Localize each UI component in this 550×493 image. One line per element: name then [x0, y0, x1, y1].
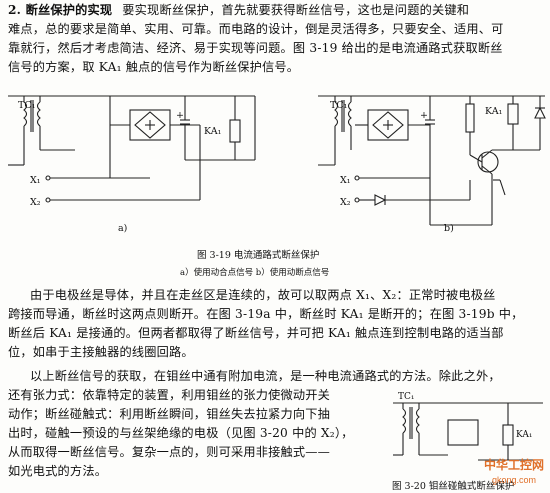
figure-3-19-labels: TC₁ X₁ X₂ + KA₁ a) TC₁ X₁ X₂ + KA₁ b)	[18, 100, 503, 234]
tail-line-4: 出时，碰触一预设的与丝架绝缘的电极（见图 3-20 中的 X₂），	[8, 426, 354, 440]
tail-line-3: 动作；断丝碰触式：利用断丝瞬间，钼丝失去拉紧力向下抽	[8, 407, 331, 421]
tail-line-2: 还有张力式：依靠特定的装置，利用钼丝的张力使微动开关	[8, 388, 331, 402]
figure-3-20-title: 图 3-20 钼丝碰触式断丝保护	[392, 481, 515, 492]
figure-3-19: TC₁ X₁ X₂ + KA₁ a) TC₁ X₁ X₂ + KA₁ b)	[8, 95, 546, 234]
x1-label-b: X₁	[340, 175, 351, 186]
tail-line-5: 从而取得一断丝信号。复杂一点的，则可采用非接触式——	[8, 445, 331, 459]
circuit-a	[8, 95, 256, 203]
figure-3-20: TC₁ KA₁	[393, 392, 543, 461]
fig-a-label: a)	[118, 223, 127, 234]
body-line-1: 由于电极丝是导体，并且在走丝区是连续的，故可以取两点 X₁、X₂：正常时被电极丝	[30, 288, 496, 302]
body-line-4: 位，如串于主接触器的线圈回路。	[8, 345, 194, 359]
fig20-tc-label: TC₁	[398, 392, 415, 402]
x1-label-a: X₁	[30, 175, 41, 186]
tail-line-1: 以上断丝信号的获取，在钼丝中通有附加电流，是一种电流通路式的方法。除此之外，	[30, 369, 501, 383]
circuit-b	[318, 95, 546, 226]
intro-line-2: 难点，总的要求是简单、实用、可靠。而电路的设计，倒是灵活得多，只要安全、适用、可	[8, 22, 504, 36]
plus-label-a: +	[176, 110, 184, 121]
fig-b-label: b)	[444, 223, 454, 234]
x2-label-b: X₂	[340, 197, 351, 208]
intro-line-1-text: 要实现断丝保护，首先就要获得断丝信号，这也是问题的关键和	[122, 3, 470, 17]
body-line-3: 断丝后 KA₁ 是接通的。但两者都取得了断丝信号，并可把 KA₁ 触点连到控制电…	[8, 326, 504, 340]
figure-3-19-subtitle: a）使用动合点信号 b）使用动断点信号	[180, 268, 330, 278]
tail-line-6: 如光电式的方法。	[8, 464, 108, 478]
watermark-logo: 中华工控网	[483, 458, 544, 472]
plus-label-b: +	[420, 110, 428, 121]
ka-label-a: KA₁	[204, 126, 222, 137]
intro-line-1: 2. 断丝保护的实现要实现断丝保护，首先就要获得断丝信号，这也是问题的关键和	[8, 1, 469, 20]
watermark-url: gkong.com	[491, 475, 536, 485]
tc-label-b: TC₁	[330, 100, 348, 111]
fig20-ka-label: KA₁	[516, 430, 532, 440]
ka-label-b: KA₁	[485, 106, 503, 117]
body-line-2: 跨接而导通，断丝时这两点则断开。在图 3-19a 中，断丝时 KA₁ 是断开的；…	[8, 307, 524, 321]
tc-label-a: TC₁	[18, 100, 36, 111]
x2-label-a: X₂	[30, 197, 41, 208]
figure-3-19-title: 图 3-19 电流通路式断丝保护	[197, 250, 320, 261]
section-heading: 2. 断丝保护的实现	[8, 3, 113, 17]
intro-line-4: 信号的方案，取 KA₁ 触点的信号作为断丝保护信号。	[8, 60, 300, 74]
intro-line-3: 靠就行，然后才考虑简洁、经济、易于实现等问题。图 3-19 给出的是电流通路式获…	[8, 41, 503, 55]
